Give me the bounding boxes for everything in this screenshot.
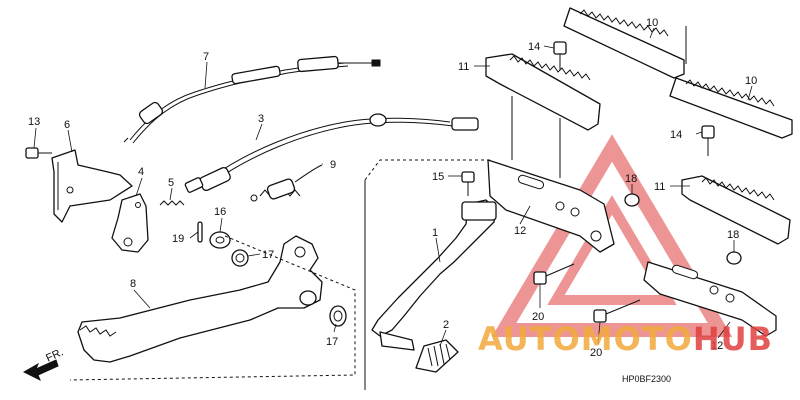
nut-18-lower [726,251,742,265]
callout-20-lower: 20 [590,347,602,359]
callout-13: 13 [28,116,40,128]
callout-numbers: 7 3 9 6 13 4 5 16 19 17 17 8 1 2 15 11 1… [28,17,757,359]
callout-19: 19 [172,233,184,245]
callout-11-lower: 11 [654,181,665,193]
arm-4 [111,193,149,253]
callout-12-lower: 12 [711,340,723,352]
pin-19 [197,221,203,243]
callout-10-upper: 10 [646,17,658,29]
callout-11-upper: 11 [458,61,469,73]
front-arrow-label: FR. [44,346,65,364]
watermark-text: AUTOMOTOHUB [478,320,773,358]
cable-3 [184,113,479,193]
callout-2: 2 [443,319,449,331]
watermark-word-1: AUTO [478,320,581,358]
diagram-code: HP0BF2300 [622,374,671,384]
callout-8: 8 [130,278,136,290]
bolt-14-upper [553,41,567,70]
step-bracket-12-upper [487,159,615,253]
spring-9 [250,164,323,202]
callout-6: 6 [64,119,70,131]
brake-pedal-8 [69,235,356,381]
callout-18-upper: 18 [625,173,637,185]
pedal-rubber-2 [415,339,459,373]
callout-9: 9 [330,159,336,171]
callout-10-lower: 10 [745,75,757,87]
step-bracket-12-lower [643,261,777,337]
callout-3: 3 [258,113,264,125]
leader-lines [33,27,753,347]
callout-18-lower: 18 [727,229,739,241]
callout-20-upper: 20 [532,311,544,323]
bolt-15 [461,171,475,196]
cable-7 [123,55,381,144]
callout-4: 4 [138,166,144,178]
step-10-lower [669,77,793,139]
step-11-upper [485,53,601,178]
bolt-20-lower [593,299,641,323]
bolt-13 [25,147,52,159]
callout-7: 7 [203,51,209,63]
callout-14-lower: 14 [670,129,682,141]
callout-5: 5 [168,177,174,189]
callout-15: 15 [432,171,444,183]
bracket-6 [51,149,133,223]
step-11-lower [681,175,791,245]
nut-18-upper [624,193,640,207]
shift-pedal-1 [364,159,497,390]
bushing-17-lower [329,305,347,327]
bolt-14-lower [701,125,715,156]
callout-12-upper: 12 [514,225,526,237]
spring-5 [159,200,185,206]
callout-17-upper: 17 [262,249,274,261]
callout-14-upper: 14 [528,41,540,53]
callout-17-lower: 17 [326,336,338,348]
washer-16 [209,231,231,249]
callout-16: 16 [214,206,226,218]
front-arrow [22,359,59,382]
bushing-17-upper [231,249,249,267]
step-10-upper [563,7,687,79]
callout-1: 1 [432,227,438,239]
watermark-logo [491,134,733,337]
watermark-word-2: MOTO [581,320,693,358]
watermark-word-3: HUB [693,320,773,358]
